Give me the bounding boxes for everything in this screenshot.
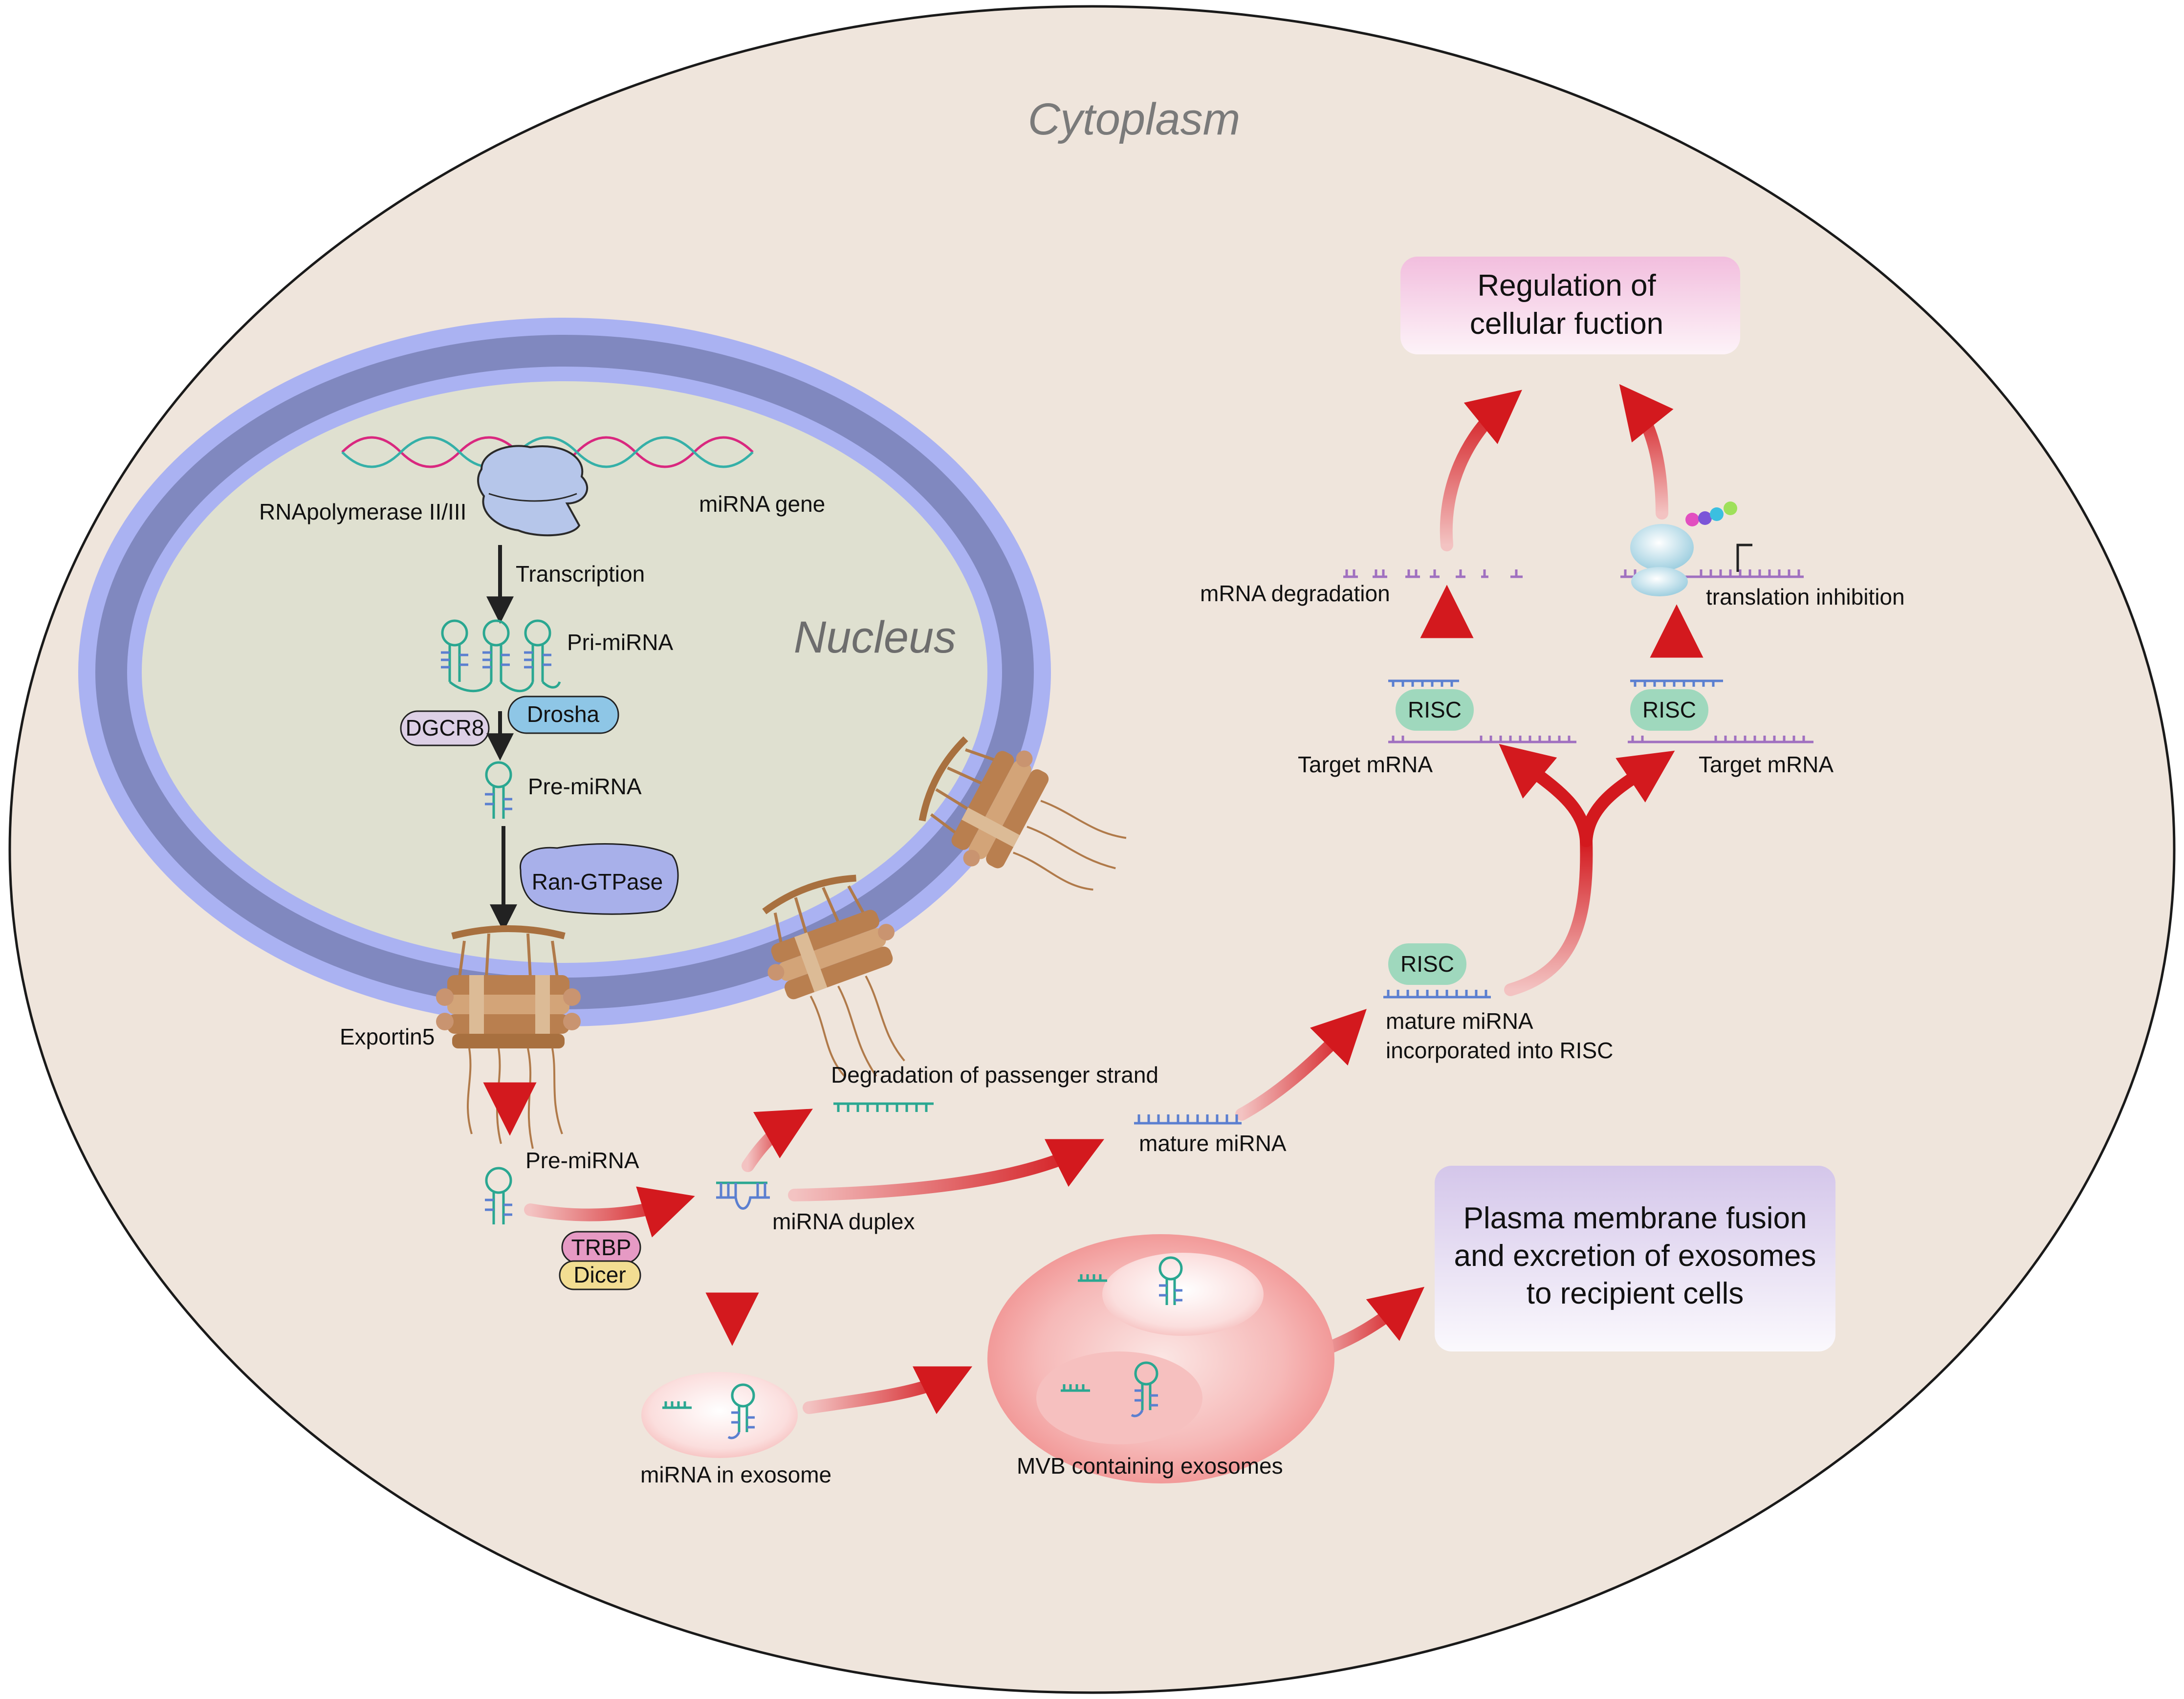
- red-flow-arrows: [483, 384, 1704, 1415]
- risc-left-complex: [1388, 679, 1576, 743]
- exportin5-nuclear-pore-icon: [436, 925, 581, 1149]
- risc-branch-right: [1580, 750, 1675, 847]
- dicer-label: Dicer: [573, 1262, 626, 1287]
- passenger-strand-icon: [833, 1102, 934, 1112]
- nuclear-pore-3-icon: [918, 736, 1127, 891]
- mirna-in-exosome-label: miRNA in exosome: [640, 1462, 831, 1487]
- risc-branch-stem: [1504, 834, 1593, 996]
- rna-polymerase-label: RNApolymerase II/III: [259, 499, 466, 524]
- rna-polymerase-icon: [477, 445, 589, 537]
- risc-right-label: RISC: [1642, 697, 1696, 722]
- pre-mirna-nuclear-icon: [485, 761, 512, 819]
- mirna-exosome-icon: [641, 1372, 798, 1458]
- regulation-box: [1400, 257, 1740, 354]
- translation-inhibition-label: translation inhibition: [1706, 584, 1905, 610]
- target-mrna-right-label: Target mRNA: [1699, 752, 1834, 777]
- exportin5-label: Exportin5: [340, 1024, 435, 1049]
- nascent-peptide-icon: [1685, 501, 1737, 526]
- regulation-left-arrow: [1440, 390, 1522, 551]
- degraded-mrna-fragments-icon: [1343, 569, 1523, 578]
- regulation-line2: cellular fuction: [1470, 307, 1663, 341]
- nucleus: [78, 318, 1051, 1026]
- pri-mirna-icon: [441, 619, 561, 693]
- pre-mirna-nuclear-label: Pre-miRNA: [528, 774, 642, 799]
- mature-incorporated-line1: mature miRNA: [1386, 1008, 1533, 1034]
- ribosome-icon: [1620, 524, 1804, 596]
- risc-left-label: RISC: [1408, 697, 1462, 722]
- mature-incorporated-line2: incorporated into RISC: [1386, 1038, 1613, 1063]
- risc-mirna-strand-icon: [1383, 990, 1491, 999]
- nucleus-title: Nucleus: [794, 612, 956, 662]
- ran-gtpase-label: Ran-GTPase: [532, 869, 663, 894]
- pre-mirna-cyto-label: Pre-miRNA: [525, 1148, 639, 1173]
- ran-gtpase-protein: [519, 843, 679, 915]
- mrna-degradation-label: mRNA degradation: [1200, 581, 1390, 606]
- plasma-line1: Plasma membrane fusion: [1463, 1201, 1807, 1235]
- nuclear-pore-2-icon: [762, 874, 905, 1078]
- transcription-label: Transcription: [516, 561, 645, 587]
- plasma-line3: to recipient cells: [1527, 1277, 1744, 1310]
- mirna-duplex-icon: [716, 1181, 770, 1210]
- dgcr8-label: DGCR8: [405, 715, 484, 741]
- mvb-arrow: [803, 1366, 973, 1415]
- mature-mirna-arrow: [788, 1139, 1105, 1201]
- trbp-label: TRBP: [571, 1235, 632, 1260]
- regulation-line1: Regulation of: [1477, 269, 1656, 303]
- risc-mature-complex: [1388, 943, 1466, 985]
- risc-loading-arrow: [1235, 1009, 1367, 1121]
- pre-mirna-cyto-icon: [485, 1167, 512, 1224]
- target-mrna-left-label: Target mRNA: [1298, 752, 1433, 777]
- mirna-gene-label: miRNA gene: [699, 491, 825, 517]
- plasma-line2: and excretion of exosomes: [1454, 1239, 1816, 1273]
- mvb-exosomes-label: MVB containing exosomes: [1017, 1453, 1283, 1479]
- dicer-arrow: [524, 1186, 695, 1238]
- risc-right-complex: [1628, 679, 1813, 743]
- drosha-protein: [507, 696, 619, 734]
- plasma-membrane-box: [1435, 1166, 1835, 1351]
- nucleoplasm: [142, 381, 987, 963]
- passenger-degradation-arrow: [742, 1109, 813, 1172]
- regulation-right-arrow: [1619, 384, 1674, 520]
- mvb-icon: [987, 1234, 1334, 1483]
- drosha-label: Drosha: [527, 701, 600, 727]
- cytoplasm-title: Cytoplasm: [1028, 94, 1241, 144]
- degradation-passenger-label: Degradation of passenger strand: [831, 1062, 1158, 1088]
- mature-mirna-icon: [1134, 1114, 1242, 1125]
- pri-mirna-label: Pri-miRNA: [567, 630, 674, 655]
- mirna-duplex-label: miRNA duplex: [772, 1209, 915, 1234]
- risc-mature-label: RISC: [1400, 951, 1454, 977]
- mature-mirna-label: mature miRNA: [1139, 1131, 1287, 1156]
- dgcr8-protein: [400, 710, 490, 746]
- dicer-protein: [559, 1260, 641, 1290]
